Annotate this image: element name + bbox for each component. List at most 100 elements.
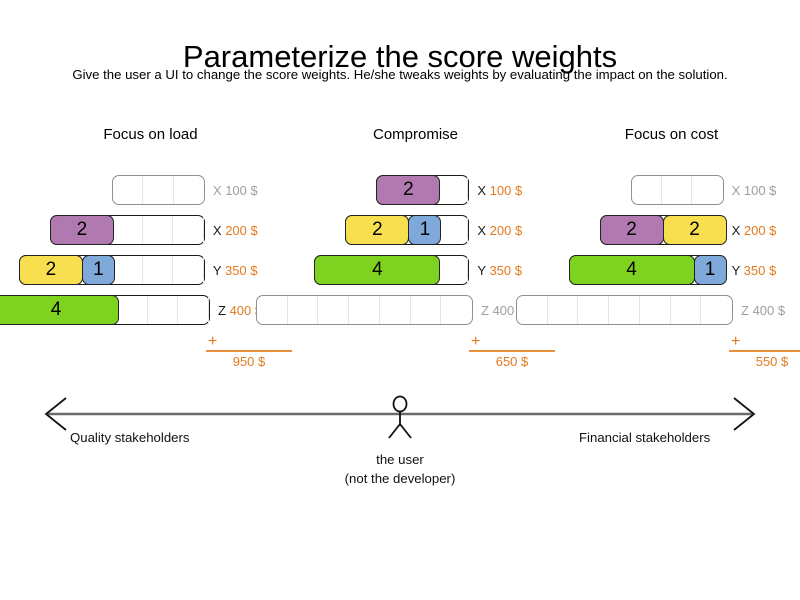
weight-track-cell[interactable]	[692, 176, 722, 204]
weight-track[interactable]: 4	[314, 255, 470, 285]
weight-row[interactable]: X 100 $	[18, 170, 283, 210]
weight-segment-blue[interactable]: 1	[408, 215, 442, 245]
weight-track-cell[interactable]	[662, 176, 693, 204]
weight-track-cell[interactable]	[438, 256, 469, 284]
weight-track-cell[interactable]	[112, 216, 143, 244]
weight-track-cell[interactable]	[257, 296, 288, 324]
weight-track-cell[interactable]	[438, 216, 469, 244]
weight-row[interactable]: 2 X 100 $	[283, 170, 548, 210]
weight-track[interactable]: 2	[376, 175, 470, 205]
weight-segment-blue[interactable]: 1	[81, 255, 115, 285]
weight-track-cell[interactable]	[174, 176, 204, 204]
weight-row-price: 200 $	[225, 222, 258, 238]
plus-icon: +	[731, 333, 741, 350]
weight-track-cell[interactable]	[143, 256, 174, 284]
weight-row[interactable]: X 100 $	[543, 170, 800, 210]
weight-track[interactable]	[111, 175, 205, 205]
weight-row[interactable]: Z 400 $	[516, 290, 800, 330]
weight-track[interactable]: 2	[49, 215, 205, 245]
weight-segment-purple[interactable]: 2	[49, 215, 114, 245]
weight-row[interactable]: 2 X 200 $	[18, 210, 283, 250]
total-value: 650 $	[495, 354, 529, 369]
weight-segment-yellow[interactable]: 2	[18, 255, 83, 285]
weight-row-label: Z 400 $	[741, 303, 800, 318]
weight-track-wrap	[18, 170, 205, 210]
stakeholder-spectrum	[44, 395, 756, 439]
weight-track-cell[interactable]	[173, 216, 204, 244]
weight-track-cell[interactable]	[517, 296, 548, 324]
weight-row-price: 100 $	[489, 182, 523, 198]
weight-segment-yellow[interactable]: 2	[662, 215, 727, 245]
total-rule	[206, 350, 292, 352]
scenario-title: Focus on load	[103, 126, 198, 143]
weight-row-label: Y 350 $	[213, 263, 283, 278]
weight-row-key: Z	[218, 302, 226, 318]
weight-track-cell[interactable]	[609, 296, 640, 324]
weight-track-cell[interactable]	[701, 296, 732, 324]
total-value: 950 $	[232, 354, 266, 369]
weight-track[interactable]: 4	[0, 295, 210, 325]
weight-row-price: 350 $	[743, 262, 777, 278]
weight-row-label: X 200 $	[213, 223, 283, 238]
weight-track-cell[interactable]	[143, 216, 174, 244]
weight-segment-blue[interactable]: 1	[693, 255, 727, 285]
weight-segment-layer: 4	[0, 295, 119, 325]
weight-row-key: Y	[477, 262, 486, 278]
weight-track-cell[interactable]	[143, 176, 174, 204]
scenario-total: +550 $	[729, 333, 800, 369]
weight-row-price: 200 $	[489, 222, 523, 238]
weight-track-cell[interactable]	[548, 296, 579, 324]
weight-track-cell[interactable]	[578, 296, 610, 324]
weight-track-cell[interactable]	[148, 296, 179, 324]
weight-track-wrap: 2	[18, 210, 205, 250]
weight-track[interactable]	[516, 295, 733, 325]
weight-segment-purple[interactable]: 2	[376, 175, 441, 205]
weight-row-key: X	[477, 222, 487, 238]
weight-track[interactable]	[256, 295, 473, 325]
arrow-right-icon	[733, 397, 756, 431]
weight-track-cell[interactable]	[349, 296, 380, 324]
weight-row-label: X 100 $	[477, 183, 548, 198]
weight-track-cell[interactable]	[411, 296, 442, 324]
weight-segment-purple[interactable]: 2	[599, 215, 664, 245]
weight-row-label: X 200 $	[732, 223, 800, 238]
weight-track-cell[interactable]	[288, 296, 319, 324]
weight-row[interactable]: Z 400 $	[256, 290, 548, 330]
total-value: 550 $	[755, 354, 789, 369]
weight-segment-green[interactable]: 4	[0, 295, 119, 325]
weight-track-cell[interactable]	[178, 296, 210, 324]
weight-segment-green[interactable]: 4	[568, 255, 695, 285]
weight-track-cell[interactable]	[441, 296, 472, 324]
weight-row-price: 400 $	[752, 302, 786, 318]
weight-track-cell[interactable]	[113, 176, 144, 204]
weight-track[interactable]	[630, 175, 724, 205]
weight-track-cell[interactable]	[380, 296, 411, 324]
weight-track-cell[interactable]	[632, 176, 662, 204]
weight-track-cell[interactable]	[640, 296, 671, 324]
weight-track-cell[interactable]	[438, 176, 469, 204]
weight-track-cell[interactable]	[173, 256, 204, 284]
weight-track-cell[interactable]	[671, 296, 702, 324]
weight-segment-green[interactable]: 4	[314, 255, 441, 285]
user-stick-figure-icon	[388, 395, 412, 439]
weight-track-cell[interactable]	[318, 296, 350, 324]
weight-segment-layer: 2	[49, 215, 114, 245]
weight-track-cell[interactable]	[117, 296, 148, 324]
weight-segment-yellow[interactable]: 2	[345, 215, 410, 245]
weight-track-cell[interactable]	[112, 256, 143, 284]
